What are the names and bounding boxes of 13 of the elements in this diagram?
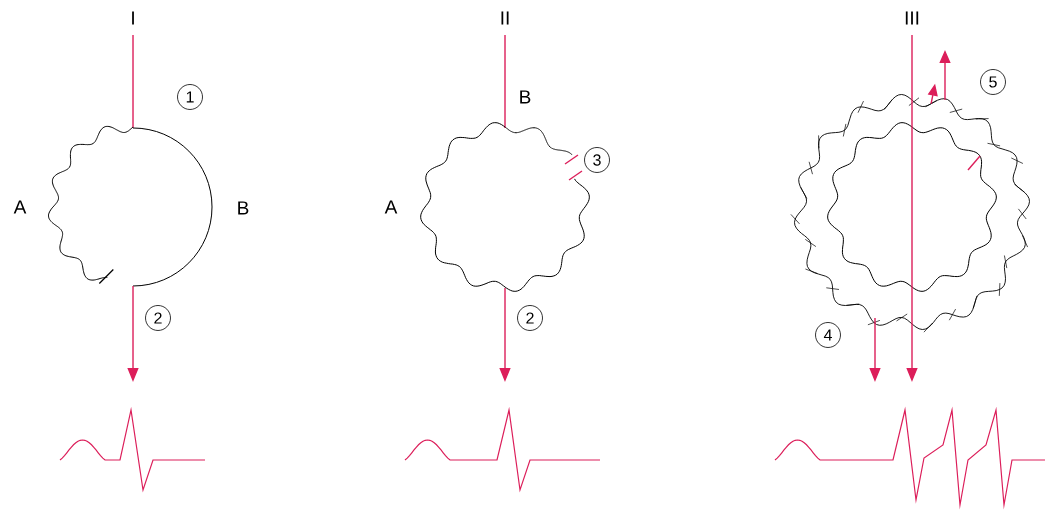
- callout-number: 4: [815, 322, 841, 348]
- panel-label: I: [129, 10, 137, 26]
- callout-number: 2: [145, 305, 171, 331]
- panel-label: B: [517, 89, 533, 105]
- callout-number: 2: [517, 305, 543, 331]
- callout-number: 3: [584, 147, 610, 173]
- callout-number: 5: [980, 69, 1006, 95]
- panel-label: II: [498, 10, 512, 26]
- panel-label: A: [12, 199, 28, 215]
- panel-label: III: [903, 10, 921, 26]
- callout-number: 1: [177, 84, 203, 110]
- panel-label: B: [235, 200, 251, 216]
- panel-label: A: [383, 199, 399, 215]
